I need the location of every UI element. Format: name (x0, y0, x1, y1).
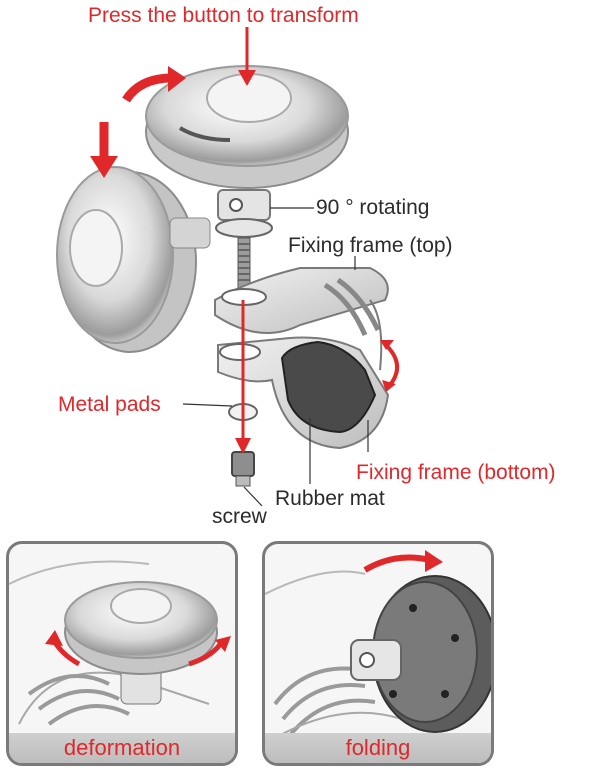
label-frame-top: Fixing frame (top) (288, 234, 453, 258)
screw-rod (238, 238, 250, 290)
deformation-caption: deformation (9, 733, 235, 763)
label-frame-bottom: Fixing frame (bottom) (356, 461, 556, 485)
label-press-button: Press the button to transform (88, 4, 359, 28)
label-rotating: 90 ° rotating (316, 196, 429, 220)
exploded-diagram (0, 0, 600, 530)
label-metal-pads: Metal pads (58, 393, 161, 417)
folding-panel: folding (262, 541, 494, 766)
side-knob (57, 167, 210, 352)
label-screw: screw (212, 505, 267, 529)
rotate-arrow (380, 340, 397, 392)
folding-caption: folding (265, 733, 491, 763)
label-rubber-mat: Rubber mat (275, 487, 385, 511)
deformation-panel: deformation (6, 541, 238, 766)
hinge-block (216, 190, 272, 237)
nut (232, 452, 254, 486)
